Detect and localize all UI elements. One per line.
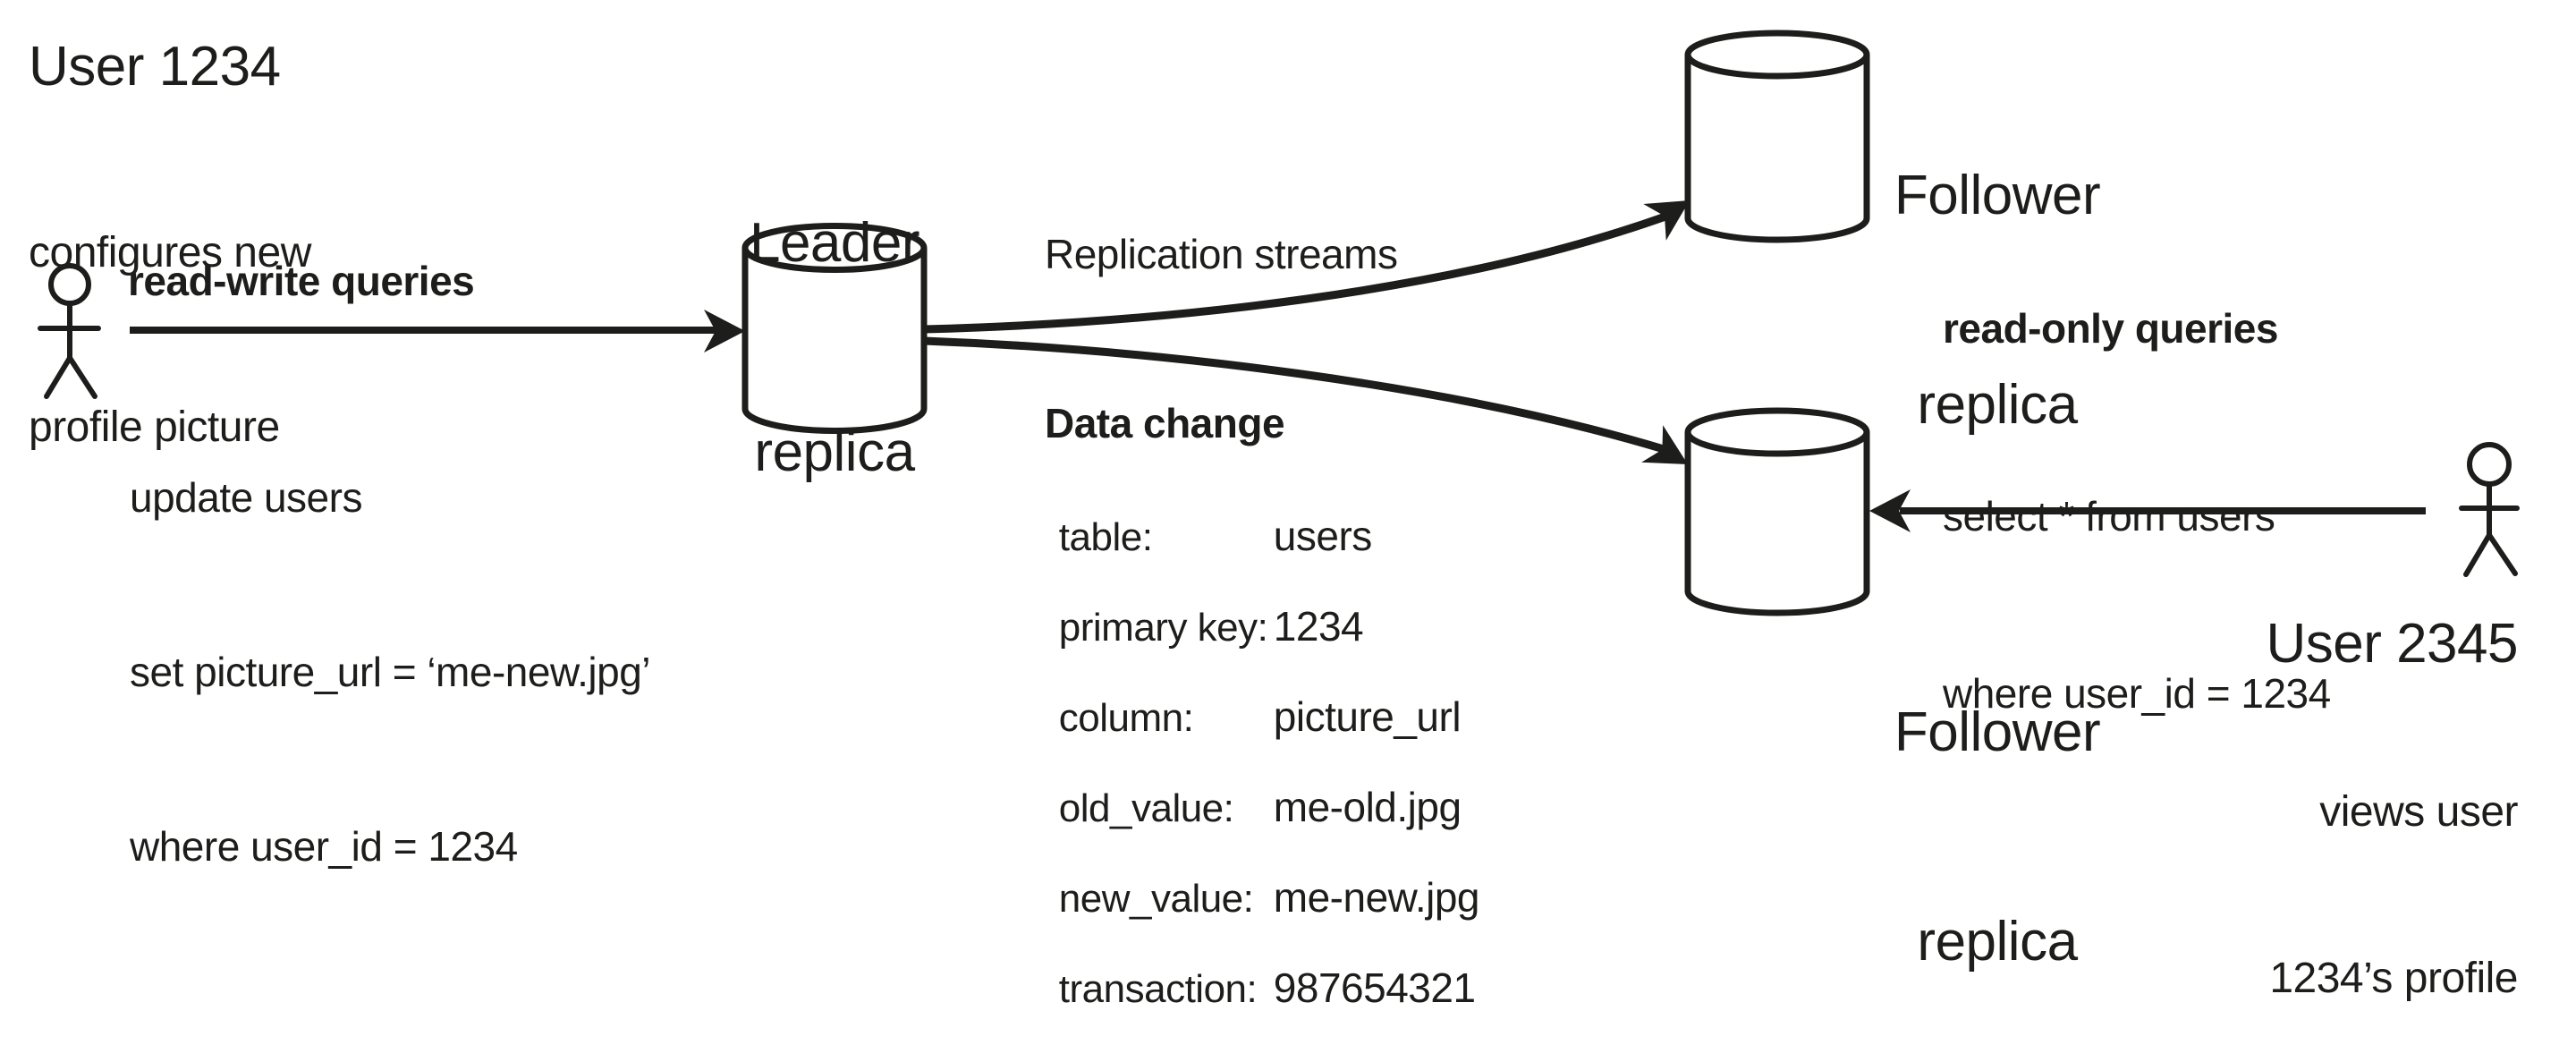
follower-bottom-database-cylinder	[1684, 407, 1870, 616]
user-right-desc-line1: views user	[2319, 788, 2518, 836]
data-change-key: primary key:	[1058, 606, 1268, 650]
follower-top-label-line2: replica	[1917, 374, 2078, 436]
read-write-query-line2: set picture_url = ‘me-new.jpg’	[130, 649, 651, 695]
follower-top-replica-label: Follower replica	[1885, 21, 2109, 510]
leader-label-line1: Leader	[749, 212, 920, 274]
follower-top-label-line1: Follower	[1894, 165, 2101, 226]
data-change-key: column:	[1058, 696, 1194, 740]
read-write-query-text: update users set picture_url = ‘me-new.j…	[130, 353, 651, 934]
follower-top-database-cylinder	[1684, 30, 1870, 243]
table-row: old_value: me-old.jpg	[1045, 767, 1479, 830]
read-only-query-line1: select * from users	[1943, 493, 2275, 539]
data-change-table: table: users primary key:1234 column: pict…	[1045, 463, 1480, 1022]
read-only-query-text: select * from users where user_id = 1234	[1943, 369, 2331, 782]
read-only-arrow	[1869, 489, 2426, 532]
data-change-key: table:	[1058, 515, 1153, 559]
table-row: transaction: 987654321	[1045, 947, 1479, 1011]
table-row: column: picture_url	[1045, 676, 1479, 740]
read-only-query-line2: where user_id = 1234	[1943, 670, 2331, 717]
data-change-title: Data change	[1045, 400, 1285, 446]
read-write-queries-header: read-write queries	[128, 258, 475, 304]
data-change-value: 1234	[1273, 603, 1364, 650]
user-left-description: configures new profile picture	[29, 107, 311, 514]
data-change-value: picture_url	[1273, 693, 1462, 740]
read-only-queries-header: read-only queries	[1943, 305, 2278, 352]
follower-bottom-label-line2: replica	[1917, 911, 2078, 973]
leader-label-line2: replica	[754, 421, 915, 483]
follower-bottom-label-line1: Follower	[1894, 701, 2101, 763]
read-write-query-line3: where user_id = 1234	[130, 823, 518, 870]
data-change-value: users	[1273, 513, 1372, 559]
replication-streams-label: Replication streams	[1045, 231, 1398, 277]
user-left-desc-line1: configures new	[29, 229, 311, 276]
read-write-arrow	[130, 310, 745, 353]
data-change-value: me-new.jpg	[1273, 874, 1480, 921]
user-left-stick-figure-icon	[38, 263, 101, 399]
user-left-desc-line2: profile picture	[29, 404, 280, 451]
data-change-key: new_value:	[1058, 877, 1254, 921]
replication-stream-top-arrow	[923, 200, 1690, 334]
data-change-key: old_value:	[1058, 786, 1234, 830]
table-row: table: users	[1045, 496, 1479, 559]
user-right-stick-figure-icon	[2459, 442, 2520, 577]
table-row: primary key:1234	[1045, 586, 1479, 650]
replication-stream-bottom-arrow	[923, 336, 1688, 464]
data-change-value: me-old.jpg	[1273, 784, 1462, 830]
read-write-query-line1: update users	[130, 474, 362, 521]
diagram-shapes	[38, 30, 2520, 616]
user-right-title: User 2345	[2266, 613, 2518, 675]
table-row: new_value: me-new.jpg	[1045, 857, 1480, 921]
data-change-key: transaction:	[1058, 967, 1258, 1011]
data-change-value: 987654321	[1273, 964, 1476, 1011]
leader-database-cylinder	[741, 223, 928, 434]
user-left-title: User 1234	[29, 36, 281, 98]
user-right-description: views user 1234’s profile	[2269, 674, 2518, 1062]
leader-replica-label: Leader replica	[745, 69, 924, 557]
user-right-desc-line2: 1234’s profile	[2269, 955, 2518, 1002]
